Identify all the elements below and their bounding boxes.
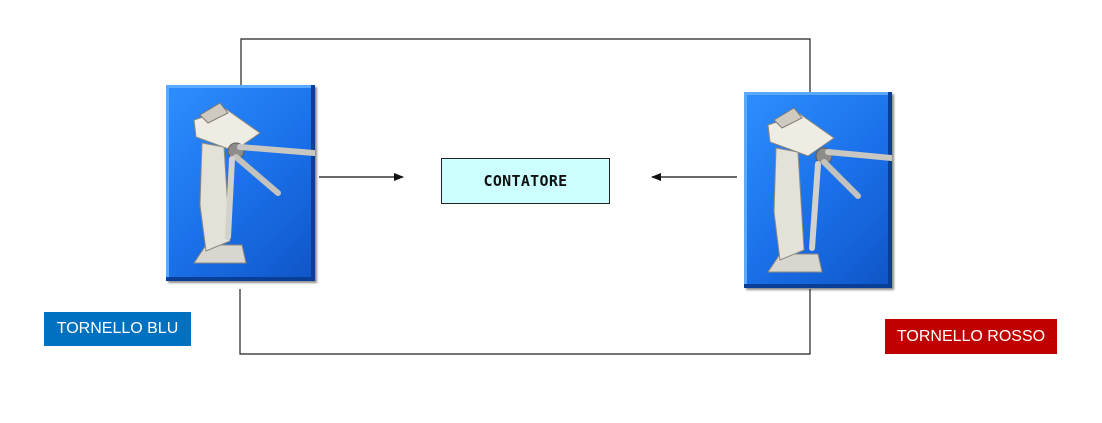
blue-turnstile-label-text: TORNELLO BLU [56, 320, 179, 337]
turnstile-icon [193, 102, 315, 264]
turnstile-icon [767, 107, 892, 273]
turnstile-icon-blue [166, 85, 315, 281]
top-connector-line [240, 38, 811, 92]
red-turnstile-label: TORNELLO ROSSO [885, 319, 1057, 354]
counter-label: CONTATORE [483, 172, 568, 190]
red-turnstile-label-text: TORNELLO ROSSO [896, 327, 1046, 345]
blue-turnstile-label: TORNELLO BLU [44, 312, 191, 346]
turnstile-icon-red [744, 92, 892, 288]
counter-box: CONTATORE [441, 158, 610, 204]
bottom-connector-line [239, 289, 811, 355]
